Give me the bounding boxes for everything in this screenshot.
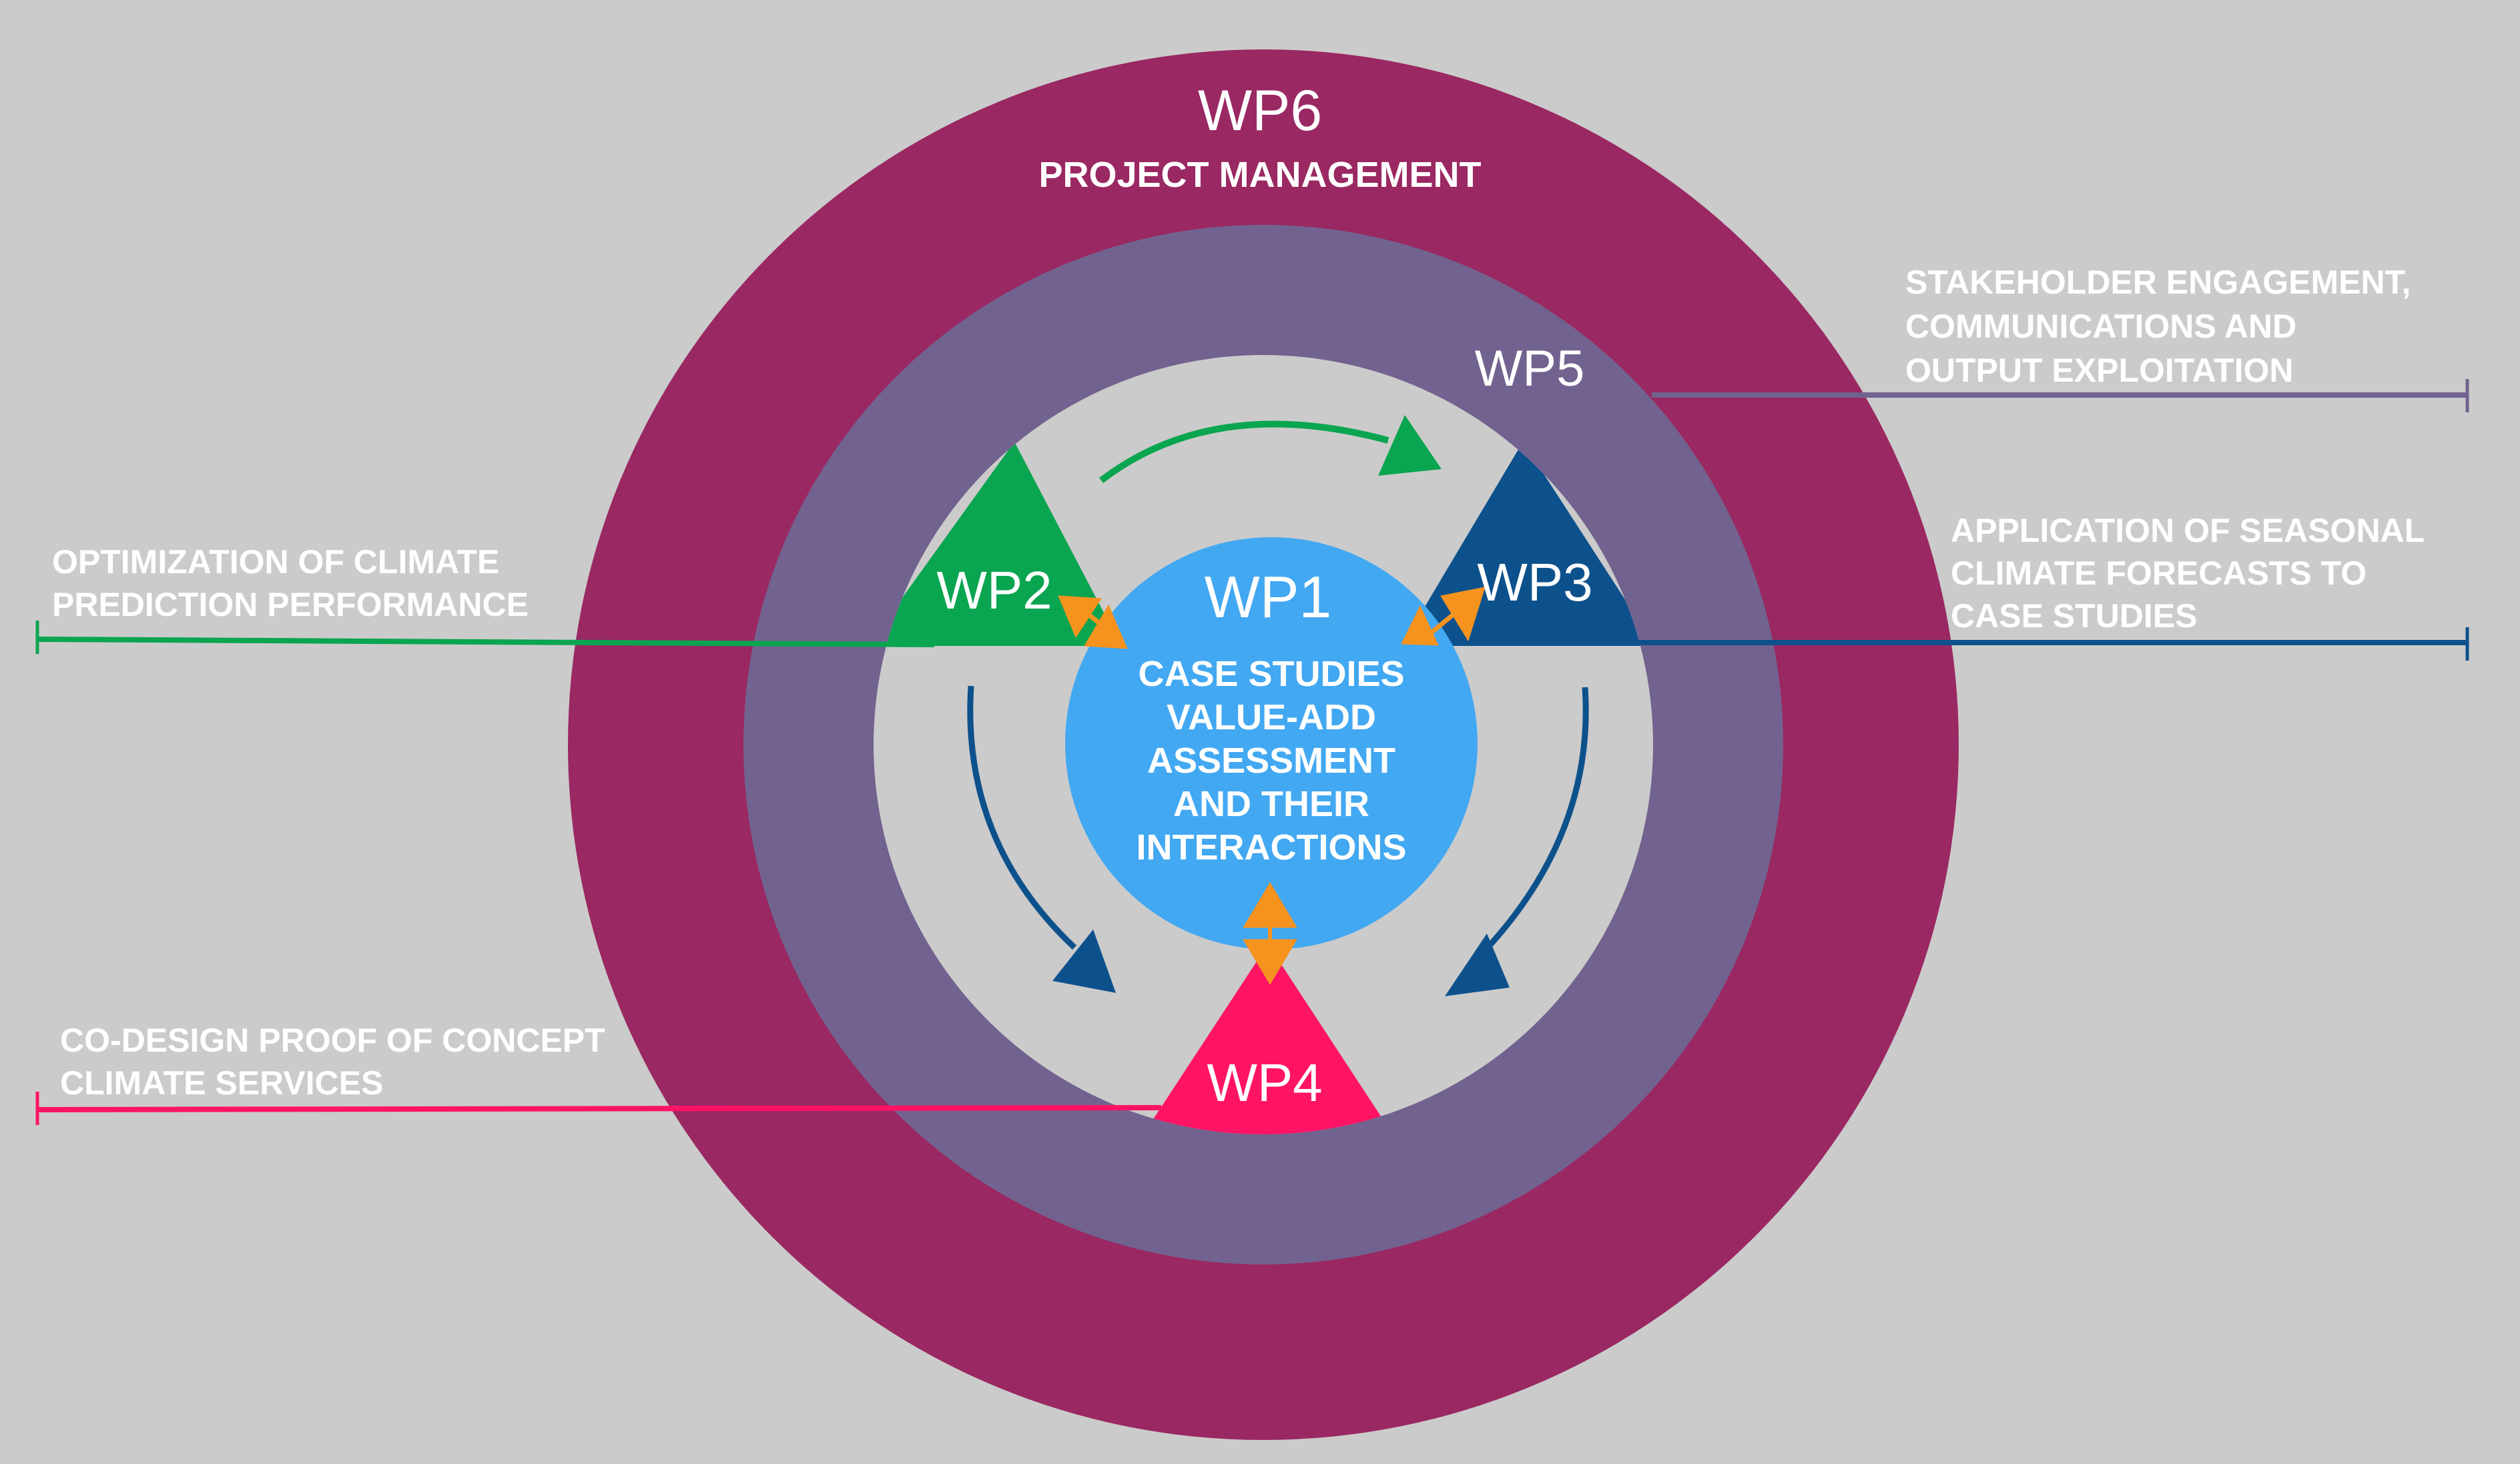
- wp3-description-line-2: CLIMATE FORECASTS TO: [1951, 555, 2367, 592]
- wp5-code: WP5: [1475, 340, 1585, 397]
- interaction-arrow-wp1-wp4: [1243, 882, 1297, 985]
- wp2-description-line-2: PREDICTION PERFORMANCE: [52, 586, 529, 623]
- wp1-description-line-2: VALUE-ADD: [1167, 697, 1376, 737]
- interaction-arrow-wp1-wp3: [1401, 587, 1486, 646]
- wp2-description-line-1: OPTIMIZATION OF CLIMATE: [52, 543, 499, 581]
- wp6-code: WP6: [1198, 79, 1322, 143]
- wp4-description-line-1: CO-DESIGN PROOF OF CONCEPT: [60, 1022, 605, 1059]
- wp4-leader-line: [35, 1092, 1162, 1125]
- wp2-triangle: [874, 442, 1121, 646]
- wp4-code: WP4: [1207, 1053, 1322, 1112]
- interaction-arrow-wp1-wp2: [1058, 595, 1128, 649]
- wp5-description-line-1: STAKEHOLDER ENGAGEMENT,: [1905, 264, 2411, 301]
- flow-arrow-wp2-to-wp3: [1098, 415, 1442, 483]
- wp1-description-line-3: ASSESSMENT: [1147, 741, 1395, 781]
- wp1-code: WP1: [1205, 564, 1332, 630]
- flow-arrow-wp2-to-wp4: [967, 685, 1116, 993]
- wp3-code: WP3: [1477, 553, 1592, 612]
- wp4-description-line-2: CLIMATE SERVICES: [60, 1064, 383, 1102]
- wp2-leader-line: [35, 621, 935, 654]
- wp5-description-line-2: COMMUNICATIONS AND: [1905, 308, 2296, 345]
- wp4-triangle: [1135, 944, 1401, 1134]
- flow-arrow-wp3-to-wp4: [1445, 687, 1589, 996]
- wp5-description-line-3: OUTPUT EXPLOITATION: [1905, 352, 2293, 389]
- wp5-leader-line: [1652, 379, 2469, 412]
- wp6-title: PROJECT MANAGEMENT: [1038, 155, 1481, 195]
- wp3-description-line-3: CASE STUDIES: [1951, 597, 2198, 635]
- wp1-description-line-5: INTERACTIONS: [1137, 827, 1407, 867]
- wp1-description-line-1: CASE STUDIES: [1138, 654, 1404, 694]
- wp2-code: WP2: [936, 561, 1052, 620]
- wp3-description-line-1: APPLICATION OF SEASONAL: [1951, 512, 2425, 549]
- wp1-description-line-4: AND THEIR: [1173, 784, 1369, 824]
- wp1-circle: [1065, 537, 1478, 950]
